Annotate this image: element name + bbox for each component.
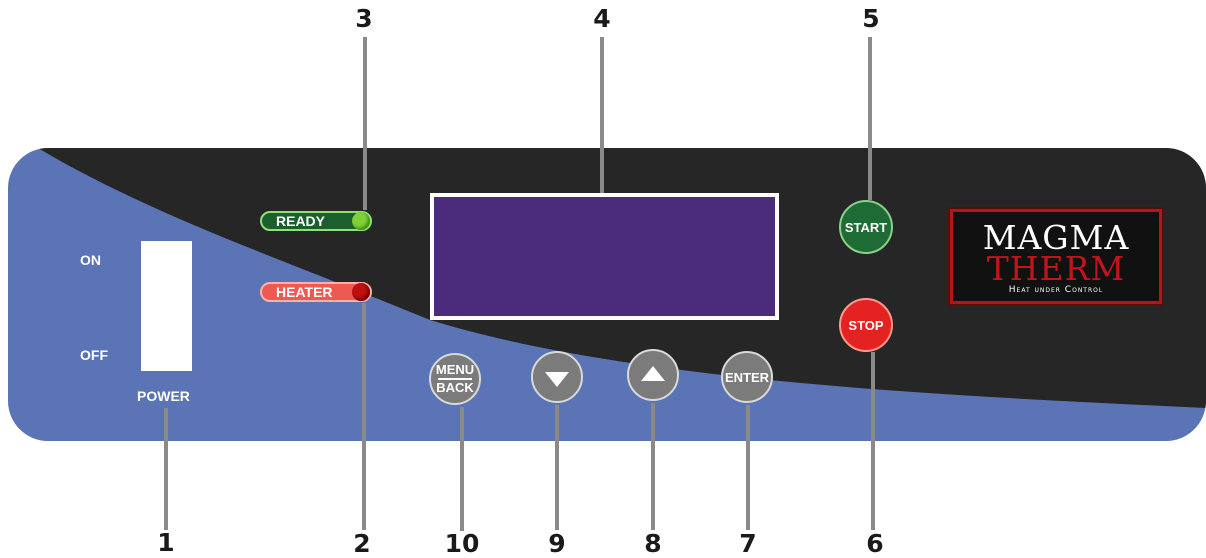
lcd-display xyxy=(430,193,779,320)
callout-6: 6 xyxy=(866,529,884,558)
leader-8 xyxy=(651,403,655,530)
leader-9 xyxy=(555,405,559,530)
enter-button[interactable]: ENTER xyxy=(721,351,773,403)
menu-divider xyxy=(438,378,472,380)
enter-label: ENTER xyxy=(724,369,770,385)
leader-2 xyxy=(362,303,366,530)
start-button[interactable]: START xyxy=(839,200,893,254)
leader-1 xyxy=(164,408,168,530)
heater-indicator: HEATER xyxy=(260,282,372,302)
logo-tagline: Heat under Control xyxy=(1008,285,1104,295)
down-button[interactable] xyxy=(531,351,583,403)
leader-3 xyxy=(363,37,367,210)
power-label: POWER xyxy=(137,388,190,404)
down-triangle-icon xyxy=(545,371,569,387)
start-label: START xyxy=(844,219,888,235)
callout-10: 10 xyxy=(444,529,480,558)
heater-label: HEATER xyxy=(276,284,333,300)
up-button[interactable] xyxy=(627,349,679,401)
leader-5 xyxy=(868,37,872,200)
callout-4: 4 xyxy=(593,4,611,33)
ready-indicator: READY xyxy=(260,211,372,231)
power-on-label: ON xyxy=(80,252,101,268)
leader-4 xyxy=(600,37,604,212)
callout-8: 8 xyxy=(644,529,662,558)
power-off-label: OFF xyxy=(80,347,108,363)
callout-9: 9 xyxy=(548,529,566,558)
leader-7 xyxy=(746,405,750,530)
ready-label: READY xyxy=(276,213,326,229)
callout-5: 5 xyxy=(862,4,880,33)
leader-10 xyxy=(460,407,464,531)
stop-label: STOP xyxy=(848,317,884,333)
heater-led-icon xyxy=(352,283,370,301)
callout-7: 7 xyxy=(739,529,757,558)
menu-back-button[interactable]: MENU BACK xyxy=(429,353,481,405)
magmatherm-logo: MAGMA THERM Heat under Control xyxy=(950,209,1162,304)
stop-button[interactable]: STOP xyxy=(839,298,893,352)
menu-label: MENU xyxy=(435,362,475,377)
back-label: BACK xyxy=(436,380,474,395)
callout-2: 2 xyxy=(353,529,371,558)
leader-6 xyxy=(871,352,875,530)
power-switch[interactable] xyxy=(141,241,192,371)
logo-line1: MAGMA xyxy=(982,218,1130,257)
callout-3: 3 xyxy=(355,4,373,33)
up-triangle-icon xyxy=(641,365,665,381)
logo-line2: THERM xyxy=(986,249,1126,288)
callout-1: 1 xyxy=(157,528,175,557)
ready-led-icon xyxy=(352,212,370,230)
